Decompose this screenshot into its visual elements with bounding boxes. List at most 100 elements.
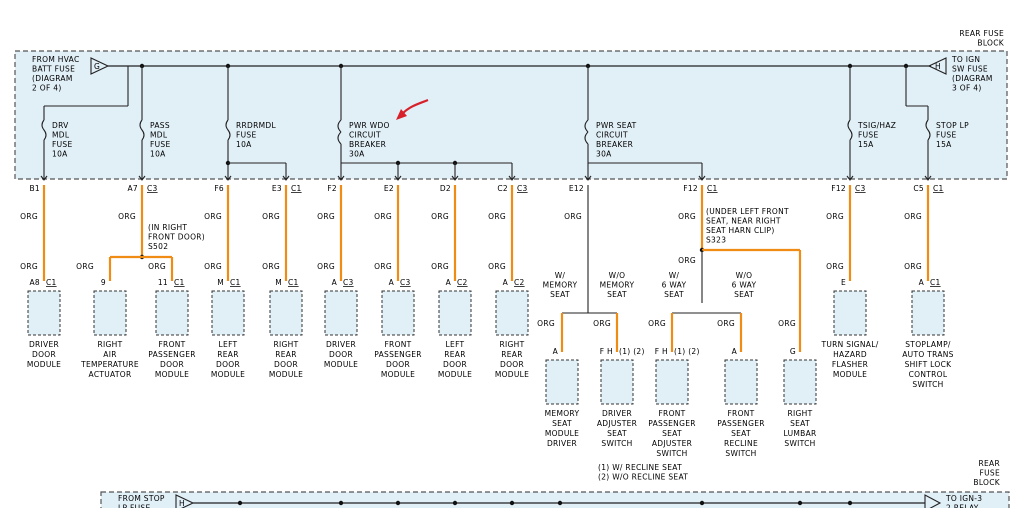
- m2-name: AIR: [103, 350, 116, 359]
- m11-module-box: [600, 359, 634, 405]
- pwrseat-fuse-label: BREAKER: [596, 140, 633, 149]
- pin-label: E12: [569, 184, 584, 193]
- dest-connector-h: [927, 57, 947, 75]
- m6-name: DOOR: [329, 350, 353, 359]
- m5-name: DOOR: [274, 360, 298, 369]
- s323-label: S323: [706, 236, 726, 245]
- rrdrmdl-fuse-symbol: [225, 119, 231, 141]
- m15-name: HAZARD: [833, 350, 867, 359]
- m13-name: SWITCH: [725, 449, 756, 458]
- m11-name: ADJUSTER: [597, 419, 637, 428]
- m2-pin: 9: [101, 278, 106, 287]
- m13-name: RECLINE: [724, 439, 758, 448]
- m16-conn: C1: [930, 278, 941, 287]
- wire-color-label: ORG: [678, 212, 696, 221]
- m14-pin: G: [790, 347, 796, 356]
- m6-name: DRIVER: [326, 340, 356, 349]
- m12-module-box: [655, 359, 689, 405]
- m14-name: SWITCH: [784, 439, 815, 448]
- wire-color-label: ORG: [564, 212, 582, 221]
- wire-color-label: ORG: [678, 256, 696, 265]
- dest-label: SW FUSE: [952, 65, 988, 74]
- no-memory-label: W/O: [609, 271, 626, 280]
- pwrwdo-fuse-label: CIRCUIT: [349, 131, 381, 140]
- bottom-splice: [797, 500, 803, 506]
- m8-module-box: [438, 290, 472, 336]
- source-label: FROM HVAC: [32, 55, 80, 64]
- arrow: [846, 175, 854, 181]
- m6-conn: C3: [343, 278, 354, 287]
- m7-name: FRONT: [384, 340, 411, 349]
- m1-name: DOOR: [32, 350, 56, 359]
- source-connector-g: [90, 57, 110, 75]
- dest-label: 3 OF 4): [952, 84, 982, 93]
- m5-name: MODULE: [269, 370, 303, 379]
- drv-fuse-label: DRV: [52, 121, 69, 130]
- m1-name: MODULE: [27, 360, 61, 369]
- connector-label: C3: [855, 184, 866, 193]
- block-label: BLOCK: [977, 39, 1004, 48]
- m11-name: SWITCH: [601, 439, 632, 448]
- m9-name: REAR: [501, 350, 523, 359]
- m12-pin: F H: [655, 347, 668, 356]
- rrdrmdl-fuse-label: 10A: [236, 140, 252, 149]
- m8-name: REAR: [444, 350, 466, 359]
- m12-name: PASSENGER: [648, 419, 696, 428]
- m5-pin: M: [275, 278, 282, 287]
- bottom-dest-connector: [924, 494, 942, 508]
- bottom-splice: [847, 500, 853, 506]
- m8-name: LEFT: [446, 340, 465, 349]
- memory-label: W/: [555, 271, 566, 280]
- m13-name: PASSENGER: [717, 419, 765, 428]
- pwrwdo-fuse-label: 30A: [349, 150, 365, 159]
- m12-name: ADJUSTER: [652, 439, 692, 448]
- m4-module-box: [211, 290, 245, 336]
- s502-label: (IN RIGHT: [148, 223, 187, 232]
- m7-conn: C3: [400, 278, 411, 287]
- m7-module-box: [381, 290, 415, 336]
- rear-fuse-block-bottom: [100, 491, 1010, 508]
- pass-fuse-label: 10A: [150, 150, 166, 159]
- pin-label: F12: [683, 184, 698, 193]
- stop-fuse-label: 15A: [936, 140, 952, 149]
- bottom-splice: [699, 500, 705, 506]
- m2-module-box: [93, 290, 127, 336]
- s323-label: (UNDER LEFT FRONT: [706, 207, 789, 216]
- wire-color-label: ORG: [317, 262, 335, 271]
- pin-label: F2: [327, 184, 337, 193]
- wire-color-label: ORG: [20, 212, 38, 221]
- no-six-way-label: 6 WAY: [732, 281, 757, 290]
- six-way-label: SEAT: [664, 290, 684, 299]
- wire-color-label: ORG: [262, 262, 280, 271]
- m11-conn: (1) (2): [619, 347, 645, 356]
- m5-name: REAR: [275, 350, 297, 359]
- bottom-splice: [452, 500, 458, 506]
- m16-name: SWITCH: [912, 380, 943, 389]
- m5-module-box: [269, 290, 303, 336]
- m6-pin: A: [332, 278, 338, 287]
- m6-name: MODULE: [324, 360, 358, 369]
- source-label: 2 OF 4): [32, 84, 62, 93]
- arrow: [282, 175, 290, 181]
- wire-color-label: ORG: [431, 212, 449, 221]
- pass-fuse-symbol: [139, 119, 145, 141]
- internal-wires: [40, 63, 932, 181]
- m3-pin: 11: [158, 278, 168, 287]
- m10-name: MODULE: [545, 429, 579, 438]
- wire-color-label: ORG: [826, 262, 844, 271]
- wire-color-label: ORG: [20, 262, 38, 271]
- source-label: (DIAGRAM: [32, 74, 73, 83]
- annotation-arrow: [401, 98, 429, 115]
- m7-pin: A: [389, 278, 395, 287]
- m7-name: MODULE: [381, 370, 415, 379]
- tsig-fuse-label: 15A: [858, 140, 874, 149]
- block-label: REAR FUSE: [959, 29, 1004, 38]
- no-six-way-label: W/O: [736, 271, 753, 280]
- dest-connector-label: H: [935, 62, 941, 71]
- m3-name: PASSENGER: [148, 350, 196, 359]
- drv-fuse-label: 10A: [52, 150, 68, 159]
